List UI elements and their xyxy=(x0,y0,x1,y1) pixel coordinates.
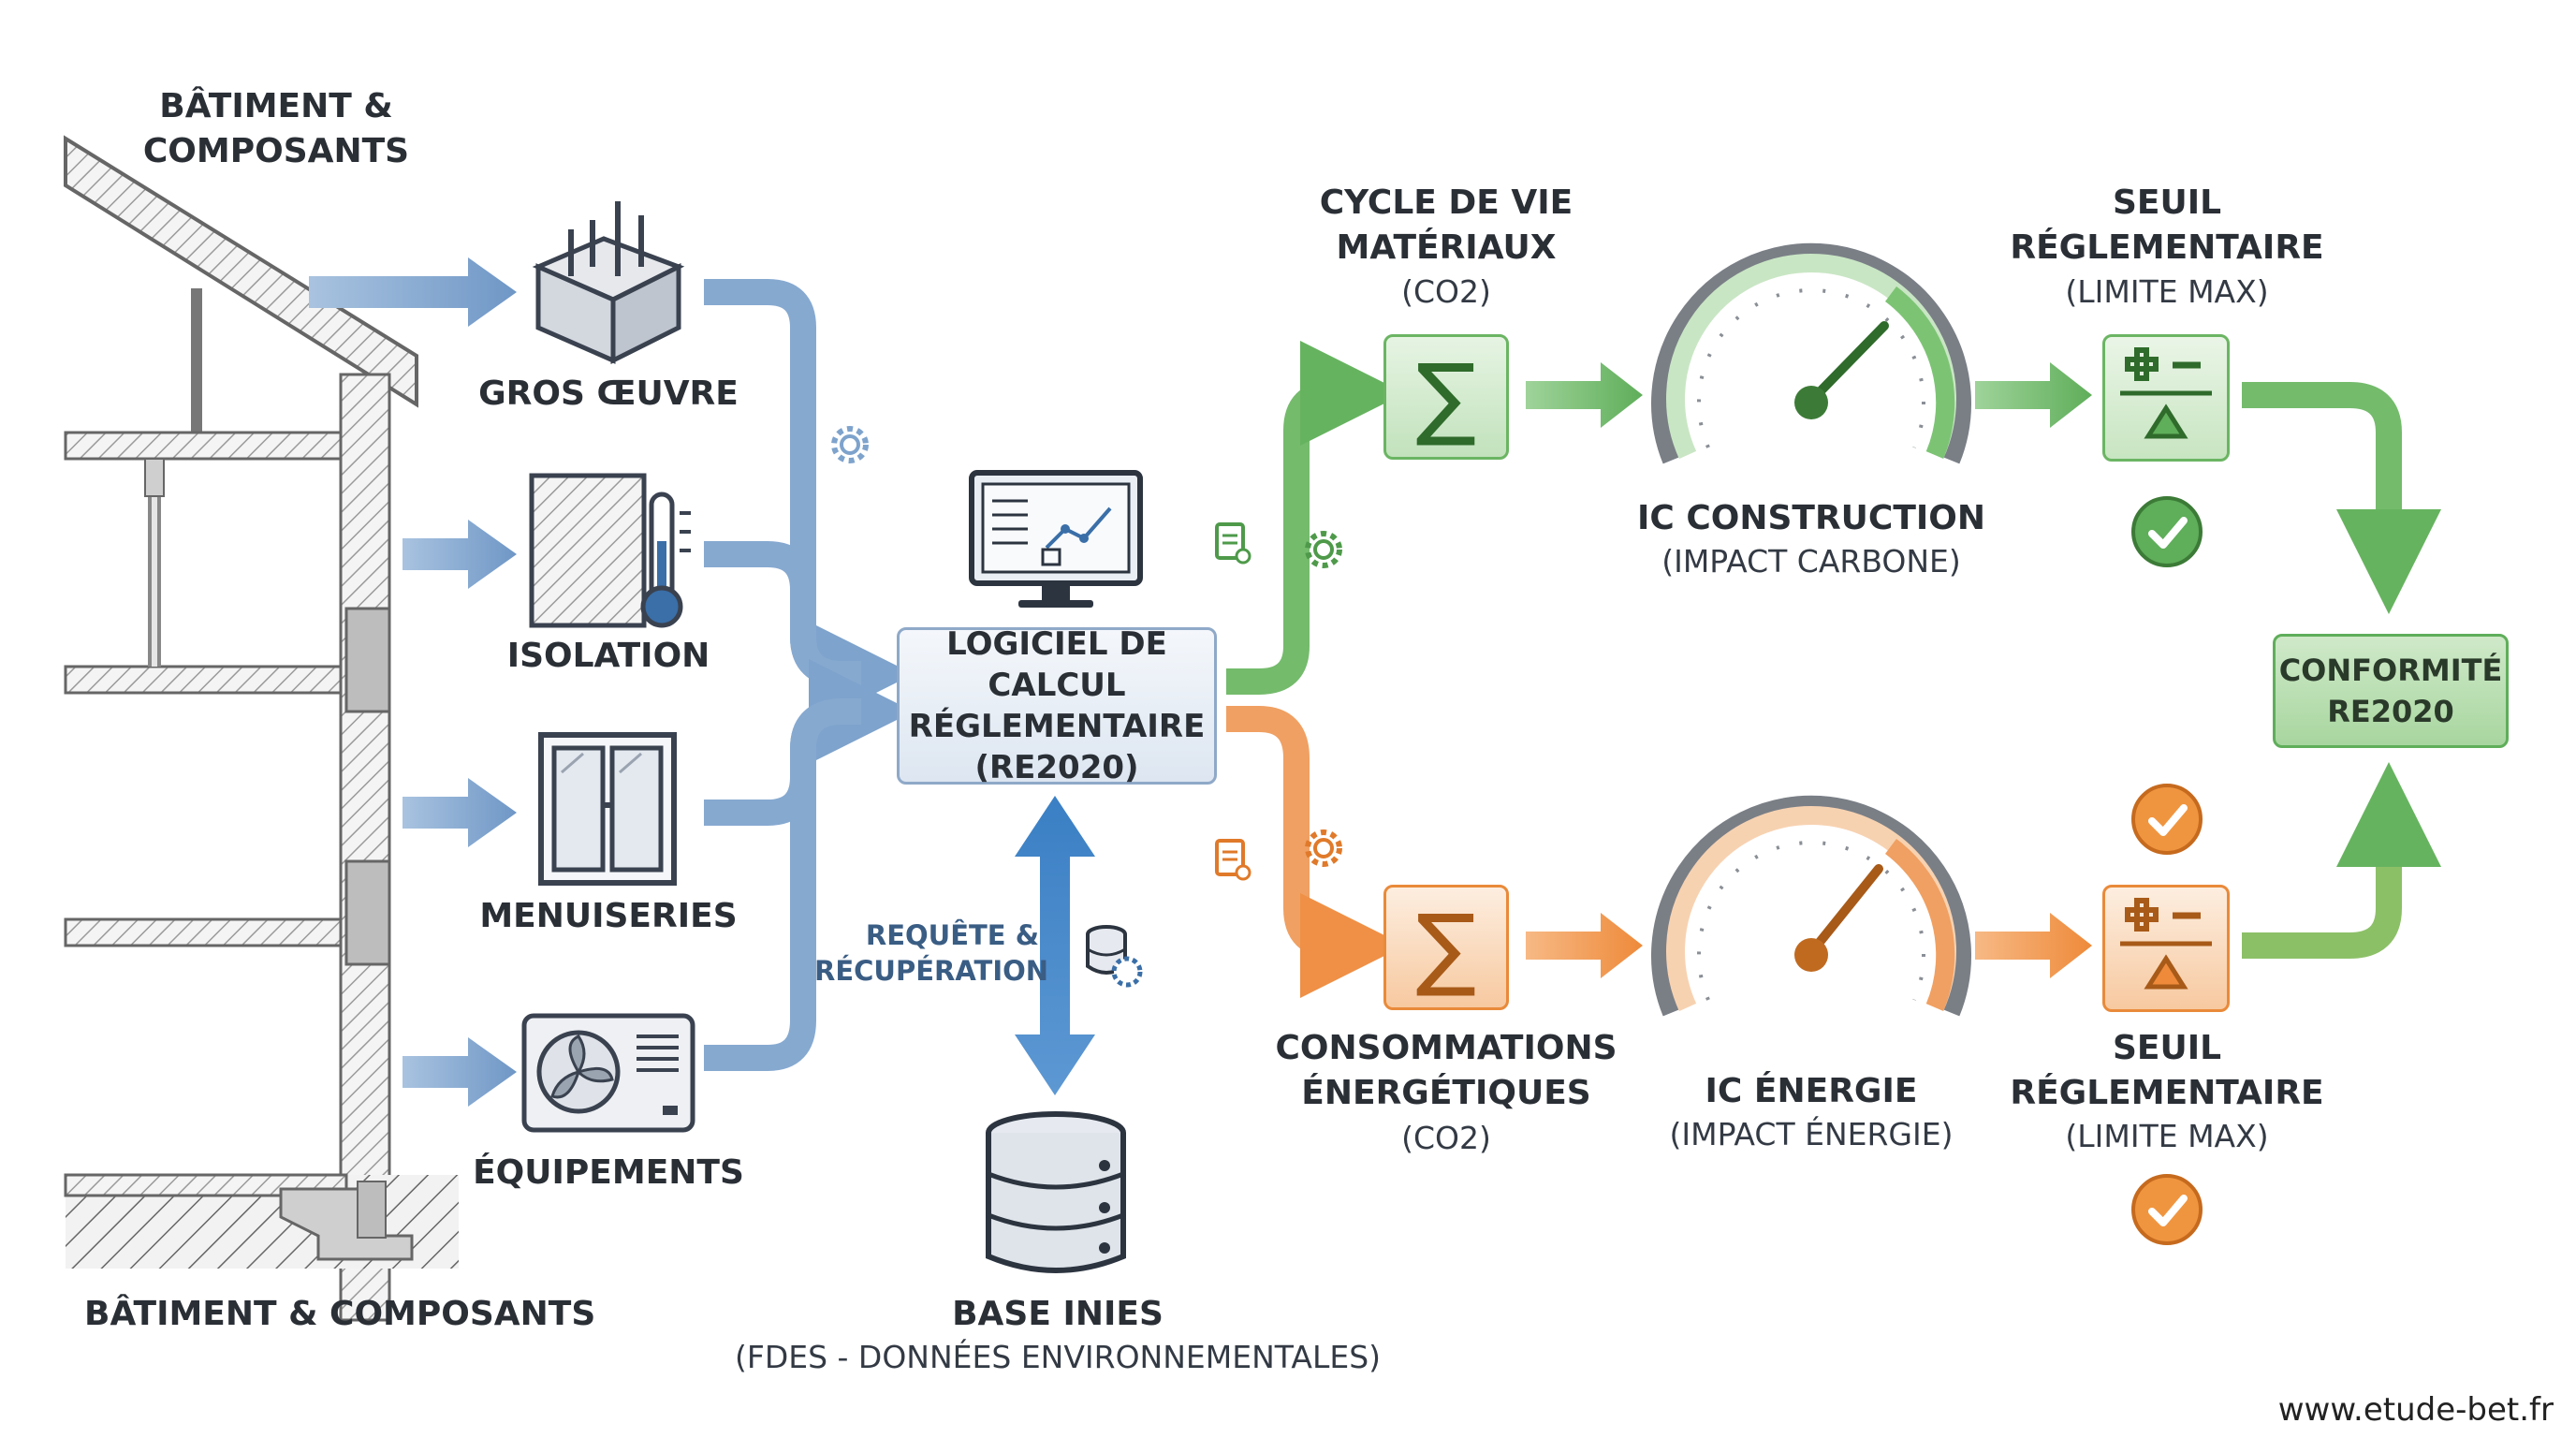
carbon-gauge-sub: (IMPACT CARBONE) xyxy=(1661,543,1961,580)
merge-arrows xyxy=(704,279,914,1071)
software-line: (RE2020) xyxy=(974,749,1139,786)
check-icon xyxy=(2131,1174,2203,1245)
gear-icon xyxy=(1305,531,1342,568)
carbon-threshold-title-line: SEUIL xyxy=(2112,183,2222,222)
energy-threshold-title-line: RÉGLEMENTAIRE xyxy=(2010,1074,2324,1112)
energy-sum-sub: (CO2) xyxy=(1401,1120,1491,1156)
carbon-threshold-sub: (LIMITE MAX) xyxy=(2065,273,2269,310)
carbon-sum-title-line: MATÉRIAUX xyxy=(1336,228,1557,267)
carbon-threshold-title: SEUIL RÉGLEMENTAIRE xyxy=(1994,181,2340,271)
component-label-menuiseries: MENUISERIES xyxy=(479,897,738,935)
building-title-top: BÂTIMENT & COMPOSANTS xyxy=(122,84,431,174)
arrow-gauge-to-threshold-energy xyxy=(1975,913,2092,978)
carbon-threshold-title-line: RÉGLEMENTAIRE xyxy=(2010,228,2324,267)
arrow-gauge-to-threshold-carbon xyxy=(1975,362,2092,428)
database-subtitle: (FDES - DONNÉES ENVIRONNEMENTALES) xyxy=(734,1339,1382,1375)
threshold-symbol xyxy=(2120,898,2212,990)
query-line: RÉCUPÉRATION xyxy=(814,955,1049,987)
energy-threshold-title: SEUIL RÉGLEMENTAIRE xyxy=(1994,1026,2340,1116)
concrete-block-icon xyxy=(532,201,685,365)
arrow-sum-to-gauge-energy xyxy=(1526,913,1643,978)
software-line: LOGICIEL DE CALCUL xyxy=(946,625,1167,704)
component-label-equipements: ÉQUIPEMENTS xyxy=(473,1153,744,1192)
energy-threshold-title-line: SEUIL xyxy=(2112,1029,2222,1067)
arrow-threshold-to-conformity-carbon xyxy=(2242,382,2441,614)
building-title-line: BÂTIMENT & xyxy=(159,87,393,125)
threshold-carbon-icon xyxy=(2102,334,2230,462)
sum-energy-icon: ∑ xyxy=(1383,885,1509,1010)
database-title: BASE INIES xyxy=(952,1295,1164,1333)
window-icon xyxy=(538,732,677,886)
component-label-gros-oeuvre: GROS ŒUVRE xyxy=(478,374,739,413)
energy-gauge-title: IC ÉNERGIE xyxy=(1705,1072,1918,1110)
computer-monitor-icon xyxy=(969,470,1143,608)
heat-pump-icon xyxy=(521,1013,695,1133)
insulation-thermometer-icon xyxy=(529,473,691,628)
gear-icon xyxy=(1305,829,1342,867)
conformity-box: CONFORMITÉ RE2020 xyxy=(2273,634,2509,748)
energy-threshold-sub: (LIMITE MAX) xyxy=(2065,1118,2269,1154)
gear-icon xyxy=(831,426,869,463)
carbon-sum-title-line: CYCLE DE VIE xyxy=(1319,183,1573,222)
sum-carbon-icon: ∑ xyxy=(1383,334,1509,460)
query-line: REQUÊTE & xyxy=(865,919,1039,951)
energy-sum-title-line: ÉNERGÉTIQUES xyxy=(1301,1074,1591,1112)
building-title-line: COMPOSANTS xyxy=(142,132,410,170)
threshold-energy-icon xyxy=(2102,885,2230,1012)
building-section xyxy=(64,135,459,1322)
clipboard-gear-icon xyxy=(1215,839,1251,881)
energy-branch-arrows xyxy=(1226,706,1405,998)
building-title-bottom: BÂTIMENT & COMPOSANTS xyxy=(84,1295,596,1333)
gauge-energy-icon xyxy=(1651,795,1971,1017)
query-double-arrow xyxy=(1015,796,1095,1095)
energy-sum-title: CONSOMMATIONS ÉNERGÉTIQUES xyxy=(1254,1026,1638,1116)
energy-gauge-sub: (IMPACT ÉNERGIE) xyxy=(1669,1116,1954,1152)
carbon-branch-arrows xyxy=(1226,341,1405,695)
energy-sum-title-line: CONSOMMATIONS xyxy=(1275,1029,1617,1067)
conformity-line: RE2020 xyxy=(2327,694,2454,729)
database-gear-icon xyxy=(1086,925,1143,988)
gauge-carbon-icon xyxy=(1651,242,1971,464)
arrow-threshold-to-conformity-energy xyxy=(2242,762,2441,959)
footer-url: www.etude-bet.fr xyxy=(2277,1391,2554,1429)
threshold-symbol xyxy=(2120,347,2212,439)
carbon-sum-title: CYCLE DE VIE MATÉRIAUX xyxy=(1264,181,1629,271)
input-arrows xyxy=(309,257,517,1107)
database-icon xyxy=(986,1111,1126,1273)
software-box: LOGICIEL DE CALCUL RÉGLEMENTAIRE (RE2020… xyxy=(897,625,1217,786)
arrow-sum-to-gauge-carbon xyxy=(1526,362,1643,428)
check-icon xyxy=(2131,784,2203,855)
component-label-isolation: ISOLATION xyxy=(506,637,710,675)
clipboard-gear-icon xyxy=(1215,522,1251,565)
carbon-sum-sub: (CO2) xyxy=(1401,273,1491,310)
query-label: REQUÊTE & RÉCUPÉRATION xyxy=(814,917,1049,989)
software-line: RÉGLEMENTAIRE xyxy=(908,708,1206,745)
check-icon xyxy=(2131,496,2203,567)
carbon-gauge-title: IC CONSTRUCTION xyxy=(1636,499,1986,537)
conformity-line: CONFORMITÉ xyxy=(2278,653,2503,688)
